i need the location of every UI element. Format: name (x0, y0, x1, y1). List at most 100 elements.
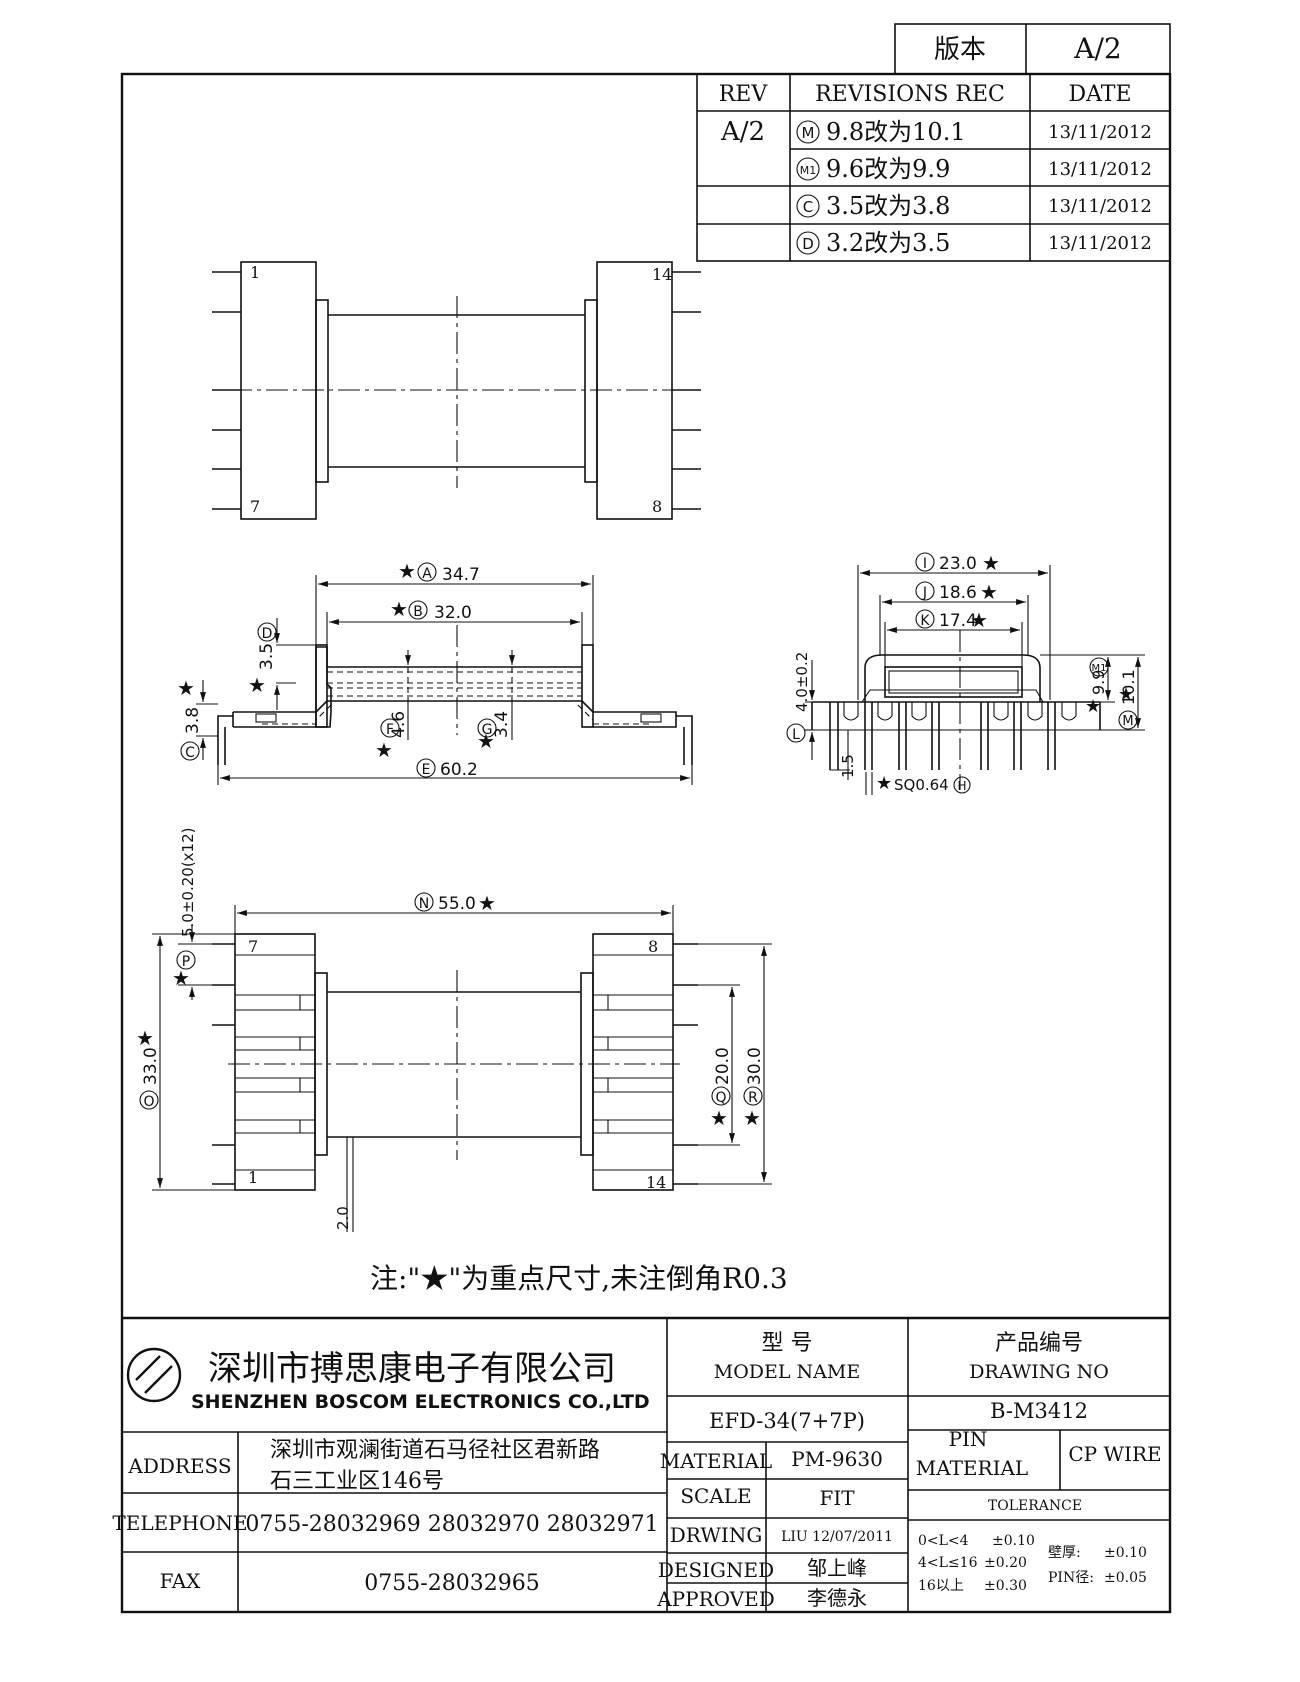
left-flange (315, 644, 328, 728)
tolerance-label: TOLERANCE (988, 1498, 1082, 1514)
material-label: MATERIAL (660, 1449, 772, 1473)
rev-date: 13/11/2012 (1048, 233, 1152, 254)
revision-row: M 9.8改为10.1 13/11/2012 (796, 118, 1152, 146)
company-logo (126, 1347, 182, 1403)
dim-mark: L (792, 727, 800, 743)
pin-label: 7 (248, 937, 258, 956)
company-name-en: SHENZHEN BOSCOM ELECTRONICS CO.,LTD (191, 1391, 650, 1413)
drwing-value: LIU 12/07/2011 (781, 1529, 893, 1545)
dim-value: 17.4 (939, 611, 977, 631)
dim-mark: H (957, 779, 966, 793)
dim-value: 9.9 (1089, 670, 1108, 695)
model-label-en: MODEL NAME (714, 1361, 860, 1383)
dim-mark: P (182, 954, 190, 970)
revision-row: M1 9.6改为9.9 13/11/2012 (796, 155, 1152, 183)
material-value: PM-9630 (791, 1447, 883, 1471)
dim-value: 3.5 (257, 643, 277, 670)
tol-value: ±0.30 (984, 1578, 1027, 1594)
dim-value: 18.6 (939, 583, 977, 603)
fax-value: 0755-28032965 (364, 1571, 539, 1596)
dim-value: 34.7 (442, 565, 480, 585)
drawing-label-en: DRAWING NO (969, 1361, 1109, 1383)
drawing-value: B-M3412 (990, 1399, 1088, 1423)
telephone-value: 0755-28032969 28032970 28032971 (245, 1512, 658, 1537)
star-mark: ★ (876, 773, 892, 794)
dim-mark: M (1122, 714, 1133, 729)
star-mark: ★ (710, 1106, 728, 1130)
pin-label: 8 (652, 497, 662, 516)
version-value: A/2 (1073, 32, 1121, 65)
sheet-border (120, 72, 1172, 1614)
dim-mark: A (422, 566, 432, 582)
pins (212, 943, 698, 1185)
version-label: 版本 (934, 35, 986, 65)
right-flange (581, 644, 594, 728)
side-view: ★ A 34.7 ★ B 32.0 E 60.2 3.5 D ★ 3.8 (177, 559, 693, 785)
star-mark: ★ (970, 608, 988, 632)
rev-text: 9.6改为9.9 (826, 155, 950, 183)
star-mark: ★ (478, 891, 496, 915)
dim-value: SQ0.64 (894, 776, 949, 794)
pin-dia-label: PIN径: (1048, 1570, 1094, 1586)
dim-mark: E (422, 762, 431, 778)
dim-mark: C (185, 745, 195, 761)
rev-text: 3.5改为3.8 (826, 192, 950, 220)
star-mark: ★ (477, 729, 495, 753)
scale-value: FIT (819, 1486, 855, 1510)
rev-header: REV (719, 82, 769, 107)
revision-table: REV REVISIONS REC DATE A/2 M 9.8改为10.1 1… (696, 73, 1171, 262)
telephone-label: TELEPHONE (112, 1511, 247, 1535)
version-box: 版本 A/2 (894, 23, 1171, 75)
note-text: 注:"★"为重点尺寸,未注倒角R0.3 (370, 1262, 788, 1295)
left-flange (234, 933, 316, 1191)
dim-value: 10.1 (1119, 669, 1138, 705)
model-label-cn: 型 号 (762, 1331, 813, 1356)
pin-label: 1 (248, 1168, 258, 1187)
dim-mark: R (748, 1090, 758, 1106)
wall-label: 壁厚: (1048, 1545, 1081, 1561)
scale-label: SCALE (680, 1484, 751, 1508)
star-mark: ★ (172, 966, 190, 990)
star-mark: ★ (1118, 684, 1134, 705)
tol-value: ±0.10 (992, 1533, 1035, 1549)
star-mark: ★ (177, 676, 195, 700)
tol-range: 4<L≤16 (918, 1555, 978, 1571)
designed-value: 邹上峰 (807, 1556, 867, 1580)
pin-material-value: CP WIRE (1068, 1442, 1161, 1466)
pin-dia-value: ±0.05 (1104, 1570, 1147, 1586)
dim-value: 2.0 (334, 1206, 352, 1230)
star-mark: ★ (390, 597, 408, 621)
dim-value: 30.0 (745, 1047, 765, 1085)
designed-label: DESIGNED (658, 1558, 774, 1582)
drawing-label-cn: 产品编号 (995, 1331, 1083, 1356)
end-view: I 23.0 ★ J 18.6 ★ K 17.4 ★ 9.9 M1 ★ 10.1… (786, 551, 1145, 795)
wall-value: ±0.10 (1104, 1545, 1147, 1561)
dim-mark: N (419, 896, 429, 912)
tol-range: 16以上 (918, 1578, 964, 1594)
dim-value: 32.0 (434, 603, 472, 623)
dim-mark: M1 (1092, 663, 1107, 674)
tol-value: ±0.20 (984, 1555, 1027, 1571)
top-view: 1 7 14 8 (212, 261, 701, 520)
company-name-cn: 深圳市搏思康电子有限公司 (208, 1349, 616, 1389)
pin-label: 7 (250, 497, 260, 516)
title-block: 深圳市搏思康电子有限公司 SHENZHEN BOSCOM ELECTRONICS… (112, 1316, 1170, 1612)
star-mark: ★ (1085, 696, 1101, 717)
star-mark: ★ (248, 673, 266, 697)
dim-value: 20.0 (713, 1047, 733, 1085)
rev-date: 13/11/2012 (1048, 159, 1152, 180)
dim-mark: O (143, 1094, 154, 1110)
rev-date: 13/11/2012 (1048, 196, 1152, 217)
fax-label: FAX (160, 1569, 202, 1593)
dim-mark: F (386, 722, 394, 738)
rev-date: 13/11/2012 (1048, 122, 1152, 143)
approved-value: 李德永 (807, 1586, 867, 1610)
address-line2: 石三工业区146号 (270, 1469, 444, 1494)
dim-value: 3.4 (492, 711, 512, 738)
star-mark: ★ (375, 738, 393, 762)
pin-label: PIN (949, 1427, 988, 1451)
rev-text: 3.2改为3.5 (826, 229, 950, 257)
revision-row: C 3.5改为3.8 13/11/2012 (796, 192, 1152, 220)
dim-value: 5.0±0.20(x12) (179, 828, 197, 938)
